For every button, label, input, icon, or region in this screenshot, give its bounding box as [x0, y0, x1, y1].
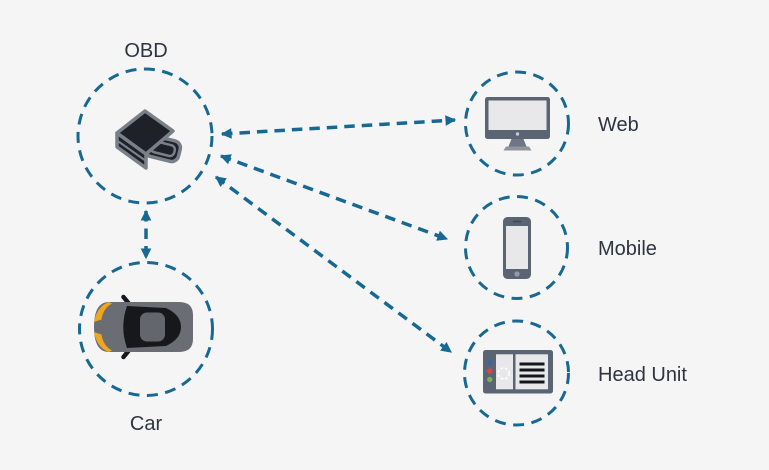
car-top-view-icon — [94, 294, 193, 360]
head-unit-knob — [497, 367, 511, 380]
head-unit-green-button — [487, 376, 493, 383]
connection-arrow-obd-head-unit — [214, 175, 453, 354]
head-unit-label: Head Unit — [598, 364, 687, 386]
web-node-ring — [464, 70, 570, 177]
phone-home-button — [514, 271, 520, 277]
car-label: Car — [130, 413, 163, 435]
obd-dongle-icon — [115, 109, 183, 170]
head-unit-blue-button — [487, 359, 493, 365]
obd-side-stripe — [115, 139, 148, 163]
obd-node-ring — [76, 67, 214, 205]
mobile-label: Mobile — [598, 238, 657, 260]
car-headlight-top — [94, 302, 112, 322]
monitor-screen — [488, 100, 547, 130]
car-node-ring — [78, 261, 214, 397]
phone-screen — [506, 226, 528, 269]
mobile-node-ring — [464, 195, 569, 300]
desktop-monitor-icon — [485, 97, 550, 151]
obd-top-face — [115, 109, 175, 156]
connections — [140, 115, 457, 354]
head-unit-menu-line — [519, 380, 545, 384]
connection-arrow-obd-web — [220, 115, 457, 139]
connection-arrow-obd-mobile — [219, 154, 449, 241]
head-unit-left-panel — [496, 354, 513, 390]
monitor-stand-neck — [508, 139, 527, 147]
head-unit-menu-line — [519, 374, 545, 378]
head-unit-icon — [483, 350, 553, 394]
web-label: Web — [598, 114, 639, 136]
head-unit-right-panel — [515, 354, 548, 390]
monitor-stand-base — [503, 146, 532, 151]
head-unit-menu-line — [519, 362, 545, 366]
phone-speaker — [512, 220, 522, 223]
car-roof — [140, 312, 165, 342]
smartphone-icon — [503, 217, 531, 279]
obd-label: OBD — [124, 40, 167, 62]
node-rings — [76, 67, 570, 427]
head-unit-menu-line — [519, 368, 545, 372]
node-labels: OBD Car Web Mobile Head Unit — [124, 40, 687, 435]
head-unit-node-ring — [463, 319, 570, 427]
head-unit-red-button — [487, 368, 493, 374]
car-headlight-bottom — [94, 332, 112, 352]
monitor-logo-dot — [515, 132, 520, 136]
